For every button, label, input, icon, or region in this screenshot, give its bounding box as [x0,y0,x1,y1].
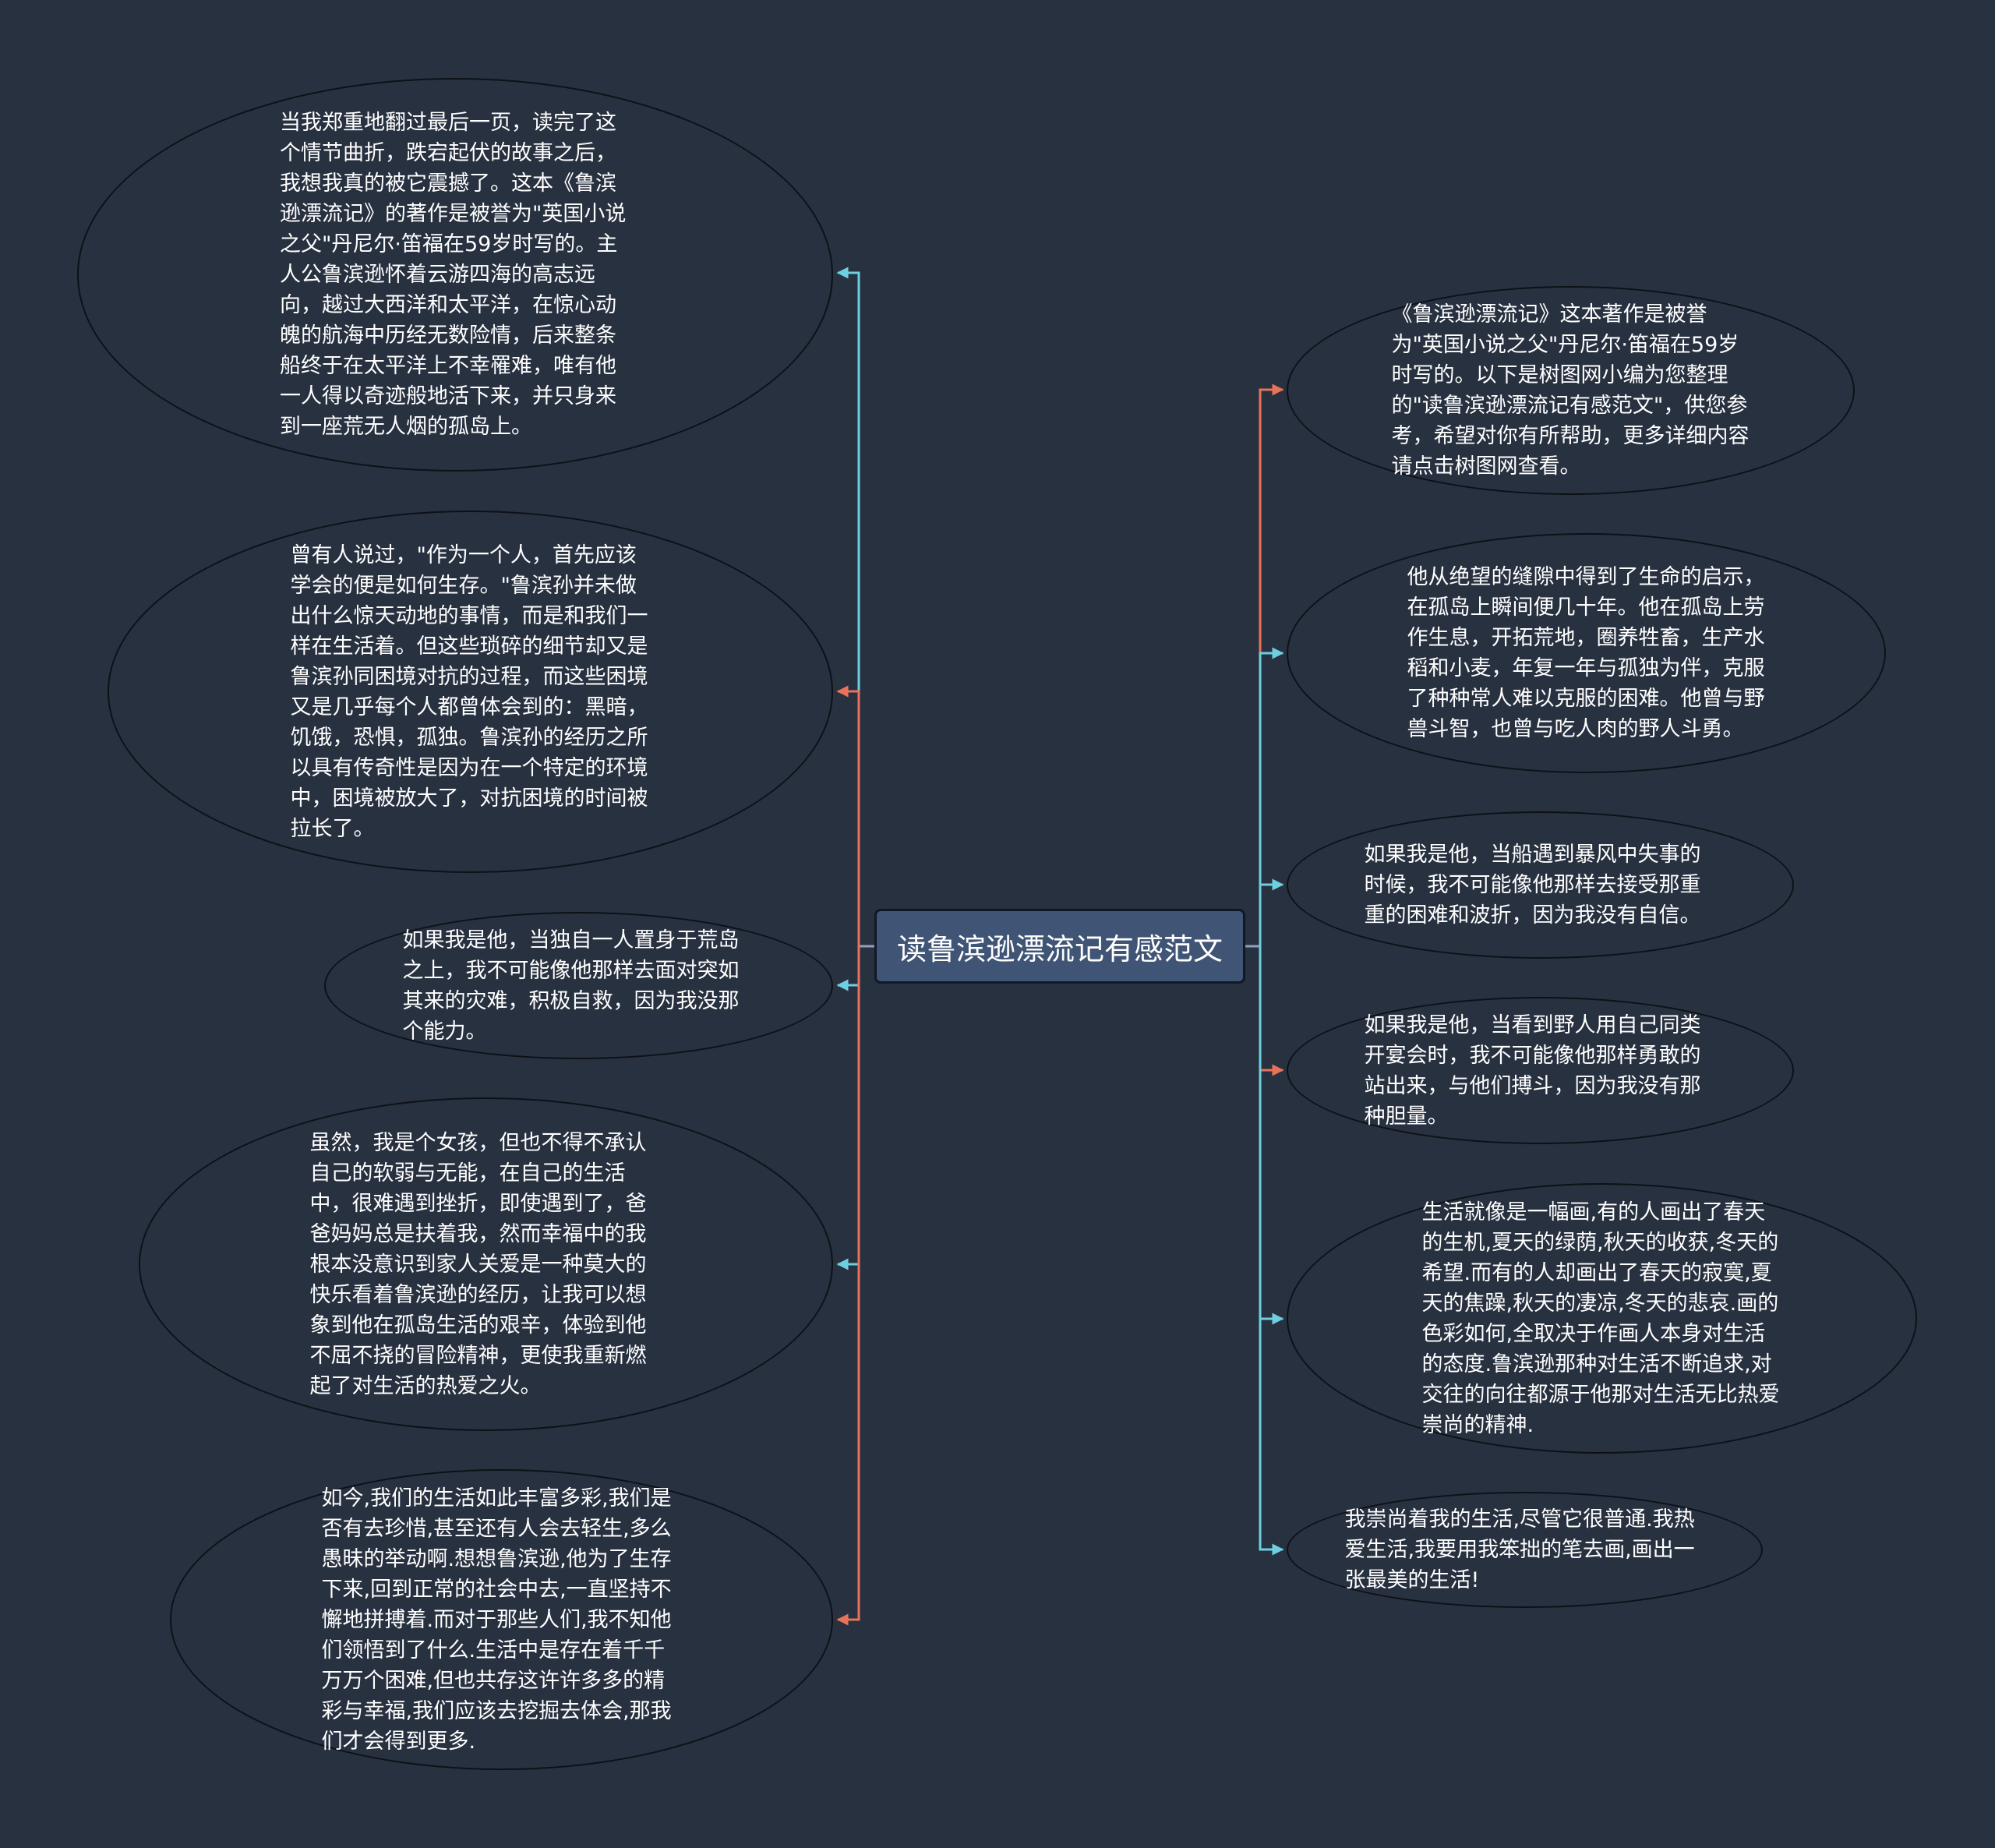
right-node-6[interactable]: 我崇尚着我的生活,尽管它很普通.我热爱生活,我要用我笨拙的笔去画,画出一张最美的… [1287,1492,1763,1608]
left-node-5[interactable]: 如今,我们的生活如此丰富多彩,我们是否有去珍惜,甚至还有人会去轻生,多么愚昧的举… [170,1469,833,1770]
right-node-3-text: 如果我是他，当船遇到暴风中失事的时候，我不可能像他那样去接受那重重的困难和波折，… [1364,843,1701,928]
connector-left-5 [836,946,860,1626]
connector-left-3 [836,946,860,991]
connector-right-4 [1259,946,1284,1076]
right-node-2[interactable]: 他从绝望的缝隙中得到了生命的启示，在孤岛上瞬间便几十年。他在孤岛上劳作生息，开拓… [1287,533,1886,773]
connector-right-5 [1259,946,1284,1325]
left-node-1-text: 当我郑重地翻过最后一页，读完了这个情节曲折，跌宕起伏的故事之后，我想我真的被它震… [280,111,627,439]
connector-right-1 [1259,383,1284,946]
right-node-6-text: 我崇尚着我的生活,尽管它很普通.我热爱生活,我要用我笨拙的笔去画,画出一张最美的… [1344,1507,1695,1592]
left-node-2-text: 曾有人说过，"作为一个人，首先应该学会的便是如何生存。"鲁滨孙并未做出什么惊天动… [290,542,648,841]
left-node-4[interactable]: 虽然，我是个女孩，但也不得不承认自己的软弱与无能，在自己的生活中，很难遇到挫折，… [139,1097,833,1431]
right-node-1[interactable]: 《鲁滨逊漂流记》这本著作是被誉为"英国小说之父"丹尼尔·笛福在59岁时写的。以下… [1287,286,1855,495]
left-node-5-text: 如今,我们的生活如此丰富多彩,我们是否有去珍惜,甚至还有人会去轻生,多么愚昧的举… [321,1486,672,1754]
central-topic-label: 读鲁滨逊漂流记有感范文 [896,931,1223,966]
connector-left-2 [836,685,860,946]
left-node-4-text: 虽然，我是个女孩，但也不得不承认自己的软弱与无能，在自己的生活中，很难遇到挫折，… [309,1130,647,1398]
left-node-3-text: 如果我是他，当独自一人置身于荒岛之上，我不可能像他那样去面对突如其来的灾难，积极… [402,928,740,1044]
left-node-1[interactable]: 当我郑重地翻过最后一页，读完了这个情节曲折，跌宕起伏的故事之后，我想我真的被它震… [77,78,833,472]
left-node-2[interactable]: 曾有人说过，"作为一个人，首先应该学会的便是如何生存。"鲁滨孙并未做出什么惊天动… [108,511,833,873]
right-node-2-text: 他从绝望的缝隙中得到了生命的启示，在孤岛上瞬间便几十年。他在孤岛上劳作生息，开拓… [1407,565,1765,741]
right-node-3[interactable]: 如果我是他，当船遇到暴风中失事的时候，我不可能像他那样去接受那重重的困难和波折，… [1287,811,1794,959]
left-node-3[interactable]: 如果我是他，当独自一人置身于荒岛之上，我不可能像他那样去面对突如其来的灾难，积极… [324,912,833,1059]
right-node-5-text: 生活就像是一幅画,有的人画出了春天的生机,夏天的绿荫,秋天的收获,冬天的希望.而… [1421,1200,1780,1437]
connector-left-4 [836,946,860,1270]
central-topic[interactable]: 读鲁滨逊漂流记有感范文 [874,909,1245,984]
connector-right-2 [1259,647,1284,946]
right-node-1-text: 《鲁滨逊漂流记》这本著作是被誉为"英国小说之父"丹尼尔·笛福在59岁时写的。以下… [1391,302,1750,479]
connector-right-3 [1259,878,1284,946]
connector-right-6 [1259,946,1284,1556]
connector-left-1 [836,267,860,946]
right-node-4-text: 如果我是他，当看到野人用自己同类开宴会时，我不可能像他那样勇敢的站出来，与他们搏… [1364,1012,1701,1129]
right-node-5[interactable]: 生活就像是一幅画,有的人画出了春天的生机,夏天的绿荫,秋天的收获,冬天的希望.而… [1287,1183,1917,1454]
right-node-4[interactable]: 如果我是他，当看到野人用自己同类开宴会时，我不可能像他那样勇敢的站出来，与他们搏… [1287,997,1794,1144]
